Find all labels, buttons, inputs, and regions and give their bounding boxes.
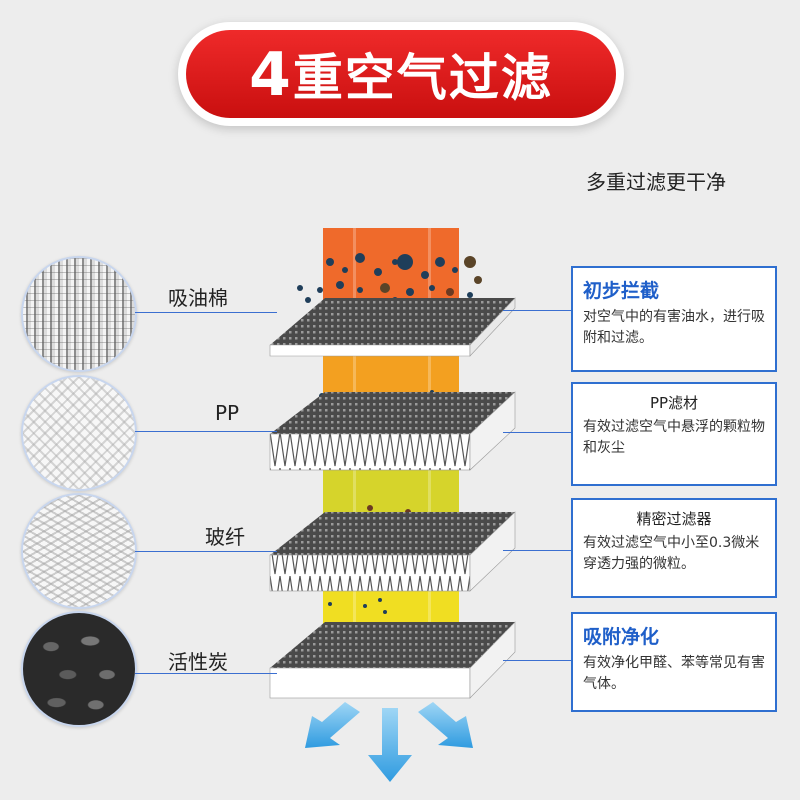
info-desc: 有效净化甲醛、苯等常见有害气体。 (583, 653, 765, 695)
info-title: 初步拦截 (583, 276, 765, 303)
info-title: 精密过滤器 (583, 508, 765, 529)
glass-fiber-sample-image (21, 493, 137, 609)
arrow-left (305, 702, 360, 748)
layer-glass-fiber (270, 512, 515, 591)
pp-sample-image (21, 375, 137, 491)
layer-label-carbon: 活性炭 (168, 646, 228, 675)
connector-line (135, 551, 277, 552)
connector-line (135, 673, 277, 674)
layer-label-glass-fiber: 玻纤 (205, 521, 245, 550)
layer-activated-carbon (270, 622, 515, 698)
arrow-center (368, 708, 412, 782)
layer-pp (270, 392, 515, 470)
info-box-adsorption: 吸附净化 有效净化甲醛、苯等常见有害气体。 (571, 612, 777, 712)
info-desc: 有效过滤空气中悬浮的颗粒物和灰尘 (583, 417, 765, 459)
oil-cotton-sample-image (21, 256, 137, 372)
info-title: PP滤材 (583, 392, 765, 413)
connector-line (503, 550, 571, 551)
arrow-right (418, 702, 473, 748)
carbon-sample-image (21, 611, 137, 727)
info-desc: 对空气中的有害油水，进行吸附和过滤。 (583, 307, 765, 349)
info-title: 吸附净化 (583, 622, 765, 649)
connector-line (135, 431, 277, 432)
info-box-precision-filter: 精密过滤器 有效过滤空气中小至0.3微米穿透力强的微粒。 (571, 498, 777, 598)
layer-label-pp: PP (215, 401, 239, 425)
connector-line (503, 310, 571, 311)
layer-oil-cotton (270, 298, 515, 356)
connector-line (135, 312, 277, 313)
connector-line (503, 432, 571, 433)
info-box-initial-intercept: 初步拦截 对空气中的有害油水，进行吸附和过滤。 (571, 266, 777, 372)
info-desc: 有效过滤空气中小至0.3微米穿透力强的微粒。 (583, 533, 765, 575)
layer-label-oil-cotton: 吸油棉 (168, 282, 228, 311)
output-arrows (305, 702, 473, 782)
connector-line (503, 660, 571, 661)
info-box-pp-filter: PP滤材 有效过滤空气中悬浮的颗粒物和灰尘 (571, 382, 777, 486)
